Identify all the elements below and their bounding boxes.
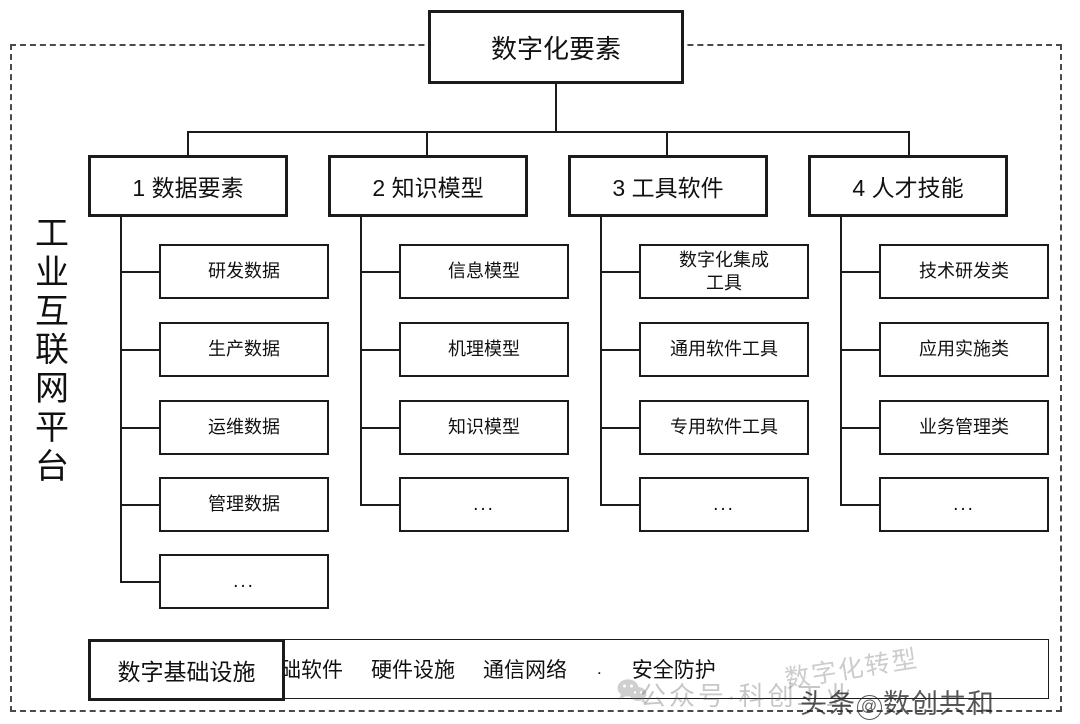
category-node-1: 1 数据要素 [88, 155, 288, 217]
platform-label-char-4: 网 [35, 370, 69, 408]
connector-stub-3-2 [600, 349, 640, 351]
root-node-digital-elements: 数字化要素 [428, 10, 684, 84]
leaf-node-2-1: 信息模型 [399, 244, 569, 299]
infrastructure-separator: . [597, 659, 602, 678]
connector-root-stem [555, 84, 557, 132]
platform-vertical-label: 工 业 互 联 网 平 台 [24, 215, 80, 595]
connector-stub-1-2 [120, 349, 160, 351]
platform-label-char-2: 互 [35, 292, 69, 331]
infrastructure-item-1: 硬件设施 [371, 659, 455, 682]
leaf-node-1-1: 研发数据 [159, 244, 329, 299]
connector-stub-1-1 [120, 271, 160, 273]
connector-stub-2-2 [360, 349, 400, 351]
infrastructure-items: 基础软件 硬件设施 通信网络 . 安全防护 [259, 654, 716, 684]
leaf-node-2-2: 机理模型 [399, 322, 569, 377]
leaf-node-4-1: 技术研发类 [879, 244, 1049, 299]
platform-label-char-3: 联 [35, 331, 69, 370]
platform-label-char-1: 业 [35, 253, 69, 292]
connector-drop-cat-3 [666, 131, 668, 156]
connector-stub-4-1 [840, 271, 880, 273]
leaf-node-3-1: 数字化集成 工具 [639, 244, 809, 299]
leaf-node-2-4: ... [399, 477, 569, 532]
connector-stub-3-3 [600, 427, 640, 429]
connector-stub-2-4 [360, 504, 400, 506]
leaf-node-1-4: 管理数据 [159, 477, 329, 532]
connector-stub-2-3 [360, 427, 400, 429]
leaf-node-4-4: ... [879, 477, 1049, 532]
connector-stub-1-5 [120, 581, 160, 583]
infrastructure-item-3: 安全防护 [631, 659, 716, 682]
connector-spine-cat-3 [600, 217, 602, 505]
connector-stub-1-4 [120, 504, 160, 506]
leaf-node-3-4: ... [639, 477, 809, 532]
infrastructure-item-2: 通信网络 [483, 659, 567, 682]
leaf-node-4-3: 业务管理类 [879, 400, 1049, 455]
category-node-3: 3 工具软件 [568, 155, 768, 217]
connector-spine-cat-4 [840, 217, 842, 505]
connector-drop-cat-1 [187, 131, 189, 156]
leaf-node-1-3: 运维数据 [159, 400, 329, 455]
connector-spine-cat-2 [360, 217, 362, 505]
connector-stub-4-2 [840, 349, 880, 351]
leaf-node-2-3: 知识模型 [399, 400, 569, 455]
leaf-node-3-3: 专用软件工具 [639, 400, 809, 455]
connector-top-bus [188, 131, 910, 133]
industrial-internet-platform-frame [10, 44, 1062, 712]
platform-label-char-0: 工 [35, 215, 69, 253]
leaf-node-4-2: 应用实施类 [879, 322, 1049, 377]
infrastructure-label-box: 数字基础设施 [88, 639, 285, 701]
connector-stub-4-3 [840, 427, 880, 429]
connector-stub-2-1 [360, 271, 400, 273]
category-node-2: 2 知识模型 [328, 155, 528, 217]
platform-label-char-5: 平 [35, 408, 69, 447]
connector-stub-4-4 [840, 504, 880, 506]
connector-stub-3-1 [600, 271, 640, 273]
connector-drop-cat-4 [908, 131, 910, 156]
platform-label-char-6: 台 [35, 447, 69, 486]
connector-stub-3-4 [600, 504, 640, 506]
leaf-node-1-2: 生产数据 [159, 322, 329, 377]
connector-drop-cat-2 [426, 131, 428, 156]
category-node-4: 4 人才技能 [808, 155, 1008, 217]
connector-spine-cat-1 [120, 217, 122, 581]
connector-stub-1-3 [120, 427, 160, 429]
leaf-node-1-5: ... [159, 554, 329, 609]
leaf-node-3-2: 通用软件工具 [639, 322, 809, 377]
